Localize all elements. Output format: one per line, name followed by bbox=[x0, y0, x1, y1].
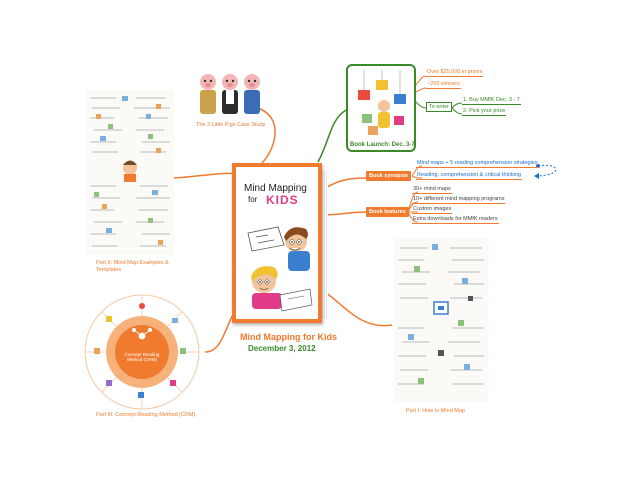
part2-label: Part II: Mind Map Examples & Templates bbox=[96, 260, 169, 273]
book-title-line2: for bbox=[248, 195, 258, 204]
book-launch-box: Book Launch: Dec. 3-7 bbox=[346, 64, 416, 152]
synopsis-line1: Mind maps + 5 reading comprehension stra… bbox=[416, 160, 539, 168]
launch-winners: ~200 winners bbox=[426, 81, 461, 89]
center-caption-title: Mind Mapping for Kids bbox=[240, 332, 337, 342]
book-illustration bbox=[247, 226, 313, 312]
features-item3: Custom images bbox=[412, 206, 453, 214]
launch-prizes: Over $25,000 in prizes bbox=[426, 69, 484, 77]
book-launch-label: Book Launch: Dec. 3-7 bbox=[350, 142, 415, 148]
part2-mindmap-thumbnail bbox=[86, 90, 174, 255]
crm-wheel bbox=[84, 294, 200, 410]
book-title-line1: Mind Mapping bbox=[244, 183, 307, 194]
part2-thumbnail-graphic bbox=[90, 96, 170, 247]
book-features-node: Book features bbox=[366, 207, 409, 217]
book-cover: Mind Mapping for KIDS bbox=[232, 163, 328, 323]
three-pigs-label: The 3 Little Pigs Case Study bbox=[196, 122, 266, 128]
three-pigs-graphic bbox=[200, 74, 260, 114]
book-synopsis-node: Book synopsis bbox=[366, 171, 412, 181]
three-pigs-image bbox=[196, 70, 266, 120]
launch-to-enter: To enter bbox=[426, 102, 452, 112]
book-title-line3: KIDS bbox=[266, 193, 299, 207]
synopsis-line2: Reading, comprehension & critical thinki… bbox=[416, 172, 522, 180]
part3-label: Part III: Concept Reading Method (CRM) bbox=[96, 412, 196, 418]
part1-label: Part I: How to Mind Map bbox=[406, 408, 465, 414]
center-caption-date: December 3, 2012 bbox=[248, 344, 316, 353]
features-item4: Extra downloads for MMfK readers bbox=[412, 216, 499, 224]
gift-packages-icon bbox=[358, 70, 406, 135]
part1-mindmap-thumbnail bbox=[394, 238, 488, 402]
part1-thumbnail-graphic bbox=[398, 244, 484, 385]
book-front: Mind Mapping for KIDS bbox=[232, 163, 322, 323]
features-item2: 10+ different mind mapping programs bbox=[412, 196, 506, 204]
launch-step1: 1. Buy MMfK Dec. 3 - 7 bbox=[462, 97, 521, 105]
book-pages bbox=[320, 171, 328, 319]
crm-center-label: Concept Reading Method (CRM) bbox=[124, 352, 160, 362]
launch-step2: 2. Pick your prize bbox=[462, 108, 507, 116]
features-item1: 30+ mind maps bbox=[412, 186, 452, 194]
